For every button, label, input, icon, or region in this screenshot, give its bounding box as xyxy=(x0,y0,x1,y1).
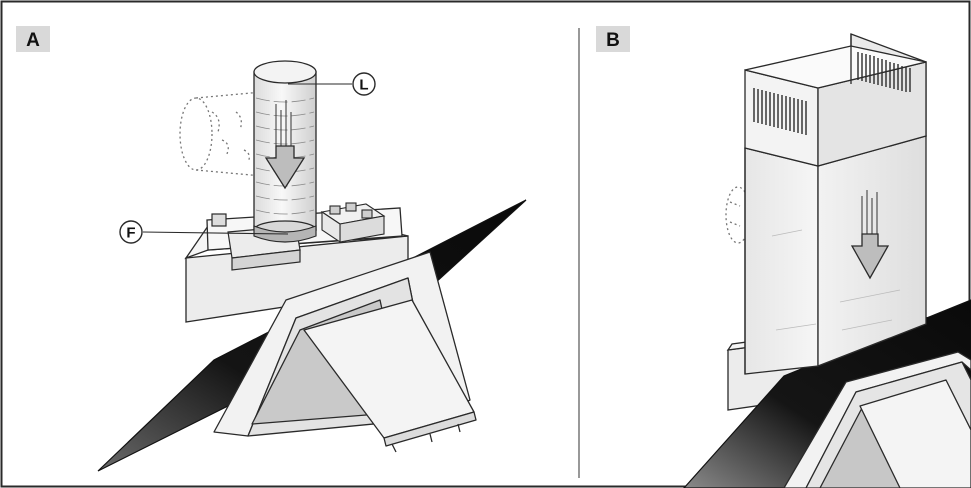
chimney-hidden-lines xyxy=(771,229,901,331)
callout-l: L xyxy=(288,72,376,96)
dotted-rear-duct xyxy=(179,91,263,177)
panel-a: A xyxy=(16,26,527,472)
vent-slots-left xyxy=(753,88,807,135)
filter-frame-b xyxy=(783,351,971,488)
panel-b: B xyxy=(596,26,971,488)
airflow-arrow-b xyxy=(850,190,890,280)
callout-f-label: F xyxy=(126,225,135,242)
callout-f: F xyxy=(119,220,289,244)
panel-b-label-box xyxy=(596,26,630,52)
airflow-arrow-a xyxy=(264,100,306,190)
panel-b-label: B xyxy=(606,30,620,51)
filter-frame-a xyxy=(213,251,477,453)
vent-slots-right xyxy=(857,52,911,92)
callout-l-label: L xyxy=(359,77,368,94)
electronics-box xyxy=(320,202,386,244)
panel-a-label-box xyxy=(16,26,50,52)
panel-a-label: A xyxy=(26,30,40,51)
